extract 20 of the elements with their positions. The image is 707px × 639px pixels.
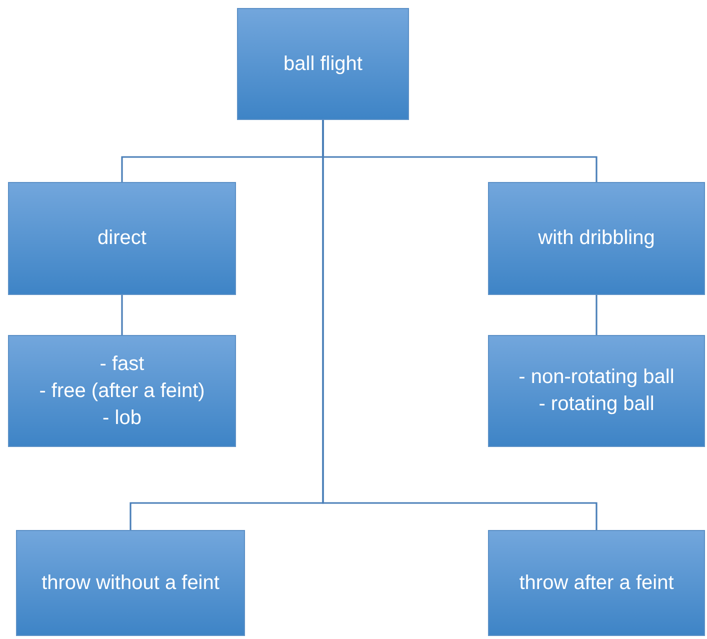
box-label: - free (after a feint) <box>39 378 205 404</box>
box-label: ball flight <box>284 52 362 76</box>
process-box <box>16 530 245 636</box>
box-label: - lob <box>102 406 142 430</box>
box-label: - fast <box>100 352 144 376</box>
box-label: with dribbling <box>538 226 655 251</box>
process-box <box>488 335 705 447</box>
process-box <box>8 182 236 295</box>
process-box <box>8 335 236 447</box>
box-label: - rotating ball <box>538 392 654 417</box>
box-label: - non-rotating ball <box>518 365 674 390</box>
box-label: direct <box>98 226 146 251</box>
connector-line <box>121 295 123 335</box>
box-label: throw after a feint <box>519 570 674 596</box>
process-box <box>237 8 409 120</box>
process-box <box>488 182 705 295</box>
connector-line <box>596 295 598 335</box>
box-label: throw without a feint <box>42 570 220 596</box>
connector-line <box>322 120 598 530</box>
process-box <box>488 530 705 636</box>
